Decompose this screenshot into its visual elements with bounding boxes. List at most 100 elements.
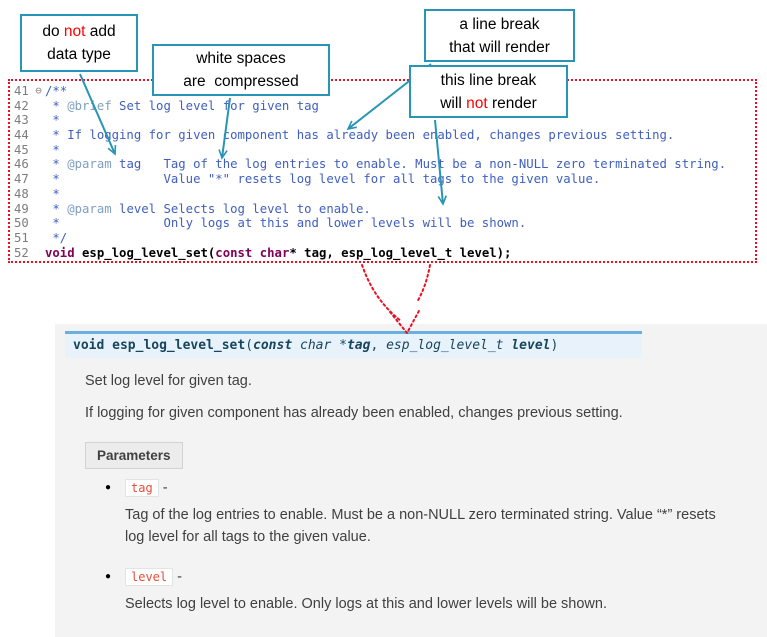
code-segment: * <box>45 157 68 172</box>
signature-segment: esp_log_level_t <box>386 338 512 353</box>
callout-break-render: a line break that will render <box>424 9 575 62</box>
line-number: 42 <box>14 98 29 113</box>
code-segment: * <box>45 201 68 216</box>
parameter-name-row: level - <box>125 568 767 586</box>
fold-spacer <box>32 99 45 114</box>
line-number: 49 <box>14 201 29 216</box>
code-line: 44 * If logging for given component has … <box>12 128 755 143</box>
callout-whitespace: white spaces are compressed <box>152 44 330 96</box>
fold-spacer <box>32 246 45 261</box>
code-segment: char <box>259 245 290 260</box>
code-segment: * Only logs at this and lower levels wil… <box>45 216 527 231</box>
signature-segment: ) <box>550 338 559 353</box>
line-number: 52 <box>14 245 29 260</box>
parameter-name-chip: tag <box>125 479 159 497</box>
callout-text-emphasis: not <box>466 94 488 112</box>
signature-segment: esp_log_level_set <box>112 338 246 353</box>
code-text: * <box>45 113 60 128</box>
code-line: 48 * <box>12 187 755 202</box>
code-segment: @param <box>67 201 112 216</box>
code-text: * Only logs at this and lower levels wil… <box>45 216 526 231</box>
callout-text: will <box>440 94 467 112</box>
callout-text: data type <box>47 46 111 63</box>
code-text: * <box>45 187 59 202</box>
callout-text: will not render <box>440 92 537 115</box>
line-number: 51 <box>14 230 29 245</box>
code-line: 49 * @param level Selects log level to e… <box>12 202 755 217</box>
code-line: 45 * <box>12 143 755 158</box>
doc-description: If logging for given component has alrea… <box>85 405 623 421</box>
callout-text: do <box>42 23 64 40</box>
fold-collapse-icon[interactable]: ⊖ <box>35 84 42 97</box>
line-number: 46 <box>14 157 29 172</box>
code-line: 43 * <box>12 113 755 128</box>
signature-segment: tag <box>346 338 371 353</box>
code-segment: * <box>45 113 60 128</box>
fold-spacer <box>32 231 45 246</box>
code-segment: const <box>215 245 253 260</box>
line-number: 48 <box>14 186 29 201</box>
parameter-dash: - <box>158 480 168 496</box>
code-text: * @param tag Tag of the log entries to e… <box>45 157 726 172</box>
callout-text: a line break <box>459 15 540 33</box>
callout-text: do not add <box>42 20 115 43</box>
parameter-item: level -Selects log level to enable. Only… <box>85 568 767 615</box>
code-text: */ <box>45 231 67 246</box>
code-line: 52 void esp_log_level_set(const char* tag… <box>12 246 755 261</box>
code-text: * Value "*" resets log level for all tag… <box>45 172 600 187</box>
code-text: * <box>45 142 60 158</box>
fold-spacer <box>32 143 45 158</box>
code-line: 41⊖/** <box>12 84 755 99</box>
signature-segment: char * <box>292 338 347 353</box>
rendered-docs-panel: void esp_log_level_set(const char *tag, … <box>55 324 767 637</box>
code-line: 46 * @param tag Tag of the log entries t… <box>12 157 755 172</box>
parameter-name-chip: level <box>125 568 174 586</box>
code-segment: * tag, esp_log_level_t level); <box>289 245 512 260</box>
code-line: 50 * Only logs at this and lower levels … <box>12 216 755 231</box>
callout-text: are compressed <box>183 73 299 90</box>
signature-segment: , <box>370 338 387 353</box>
code-segment: * If logging for given component has alr… <box>45 128 675 143</box>
code-segment: /** <box>45 84 68 98</box>
callout-break-norender: this line break will not render <box>409 65 568 118</box>
fold-spacer <box>32 216 45 231</box>
code-editor: 41⊖/**42 * @brief Set log level for give… <box>8 79 757 263</box>
function-signature: void esp_log_level_set(const char *tag, … <box>65 331 642 358</box>
line-number: 50 <box>14 216 29 231</box>
fold-spacer <box>32 128 45 143</box>
callout-text-emphasis: not <box>63 23 86 40</box>
parameter-dash: - <box>173 569 182 585</box>
code-segment <box>252 246 259 260</box>
code-text: void esp_log_level_set(const char* tag, … <box>45 246 511 261</box>
code-text: * @brief Set log level for given tag <box>45 99 319 114</box>
callout-text: this line break <box>440 71 537 89</box>
code-line: 47 * Value "*" resets log level for all … <box>12 172 755 187</box>
code-line: 42 * @brief Set log level for given tag <box>12 99 755 114</box>
parameter-item: tag -Tag of the log entries to enable. M… <box>85 479 767 548</box>
fold-spacer <box>32 172 45 187</box>
signature-segment: level <box>511 338 551 353</box>
line-number: 47 <box>14 172 29 187</box>
code-text: /** <box>45 84 67 99</box>
fold-spacer <box>32 187 45 202</box>
code-text: * If logging for given component has alr… <box>45 128 674 143</box>
line-number: 45 <box>14 142 29 157</box>
docs-content: Set log level for given tag. If logging … <box>85 373 767 615</box>
signature-segment: ( <box>245 338 254 353</box>
code-segment: Set log level for given tag <box>111 98 319 113</box>
parameters-list: tag -Tag of the log entries to enable. M… <box>85 479 767 615</box>
fold-spacer <box>32 202 45 217</box>
callout-text: that will render <box>449 38 550 56</box>
code-segment: * <box>45 142 60 157</box>
code-text: * @param level Selects log level to enab… <box>45 201 370 217</box>
code-segment: @param <box>67 157 112 172</box>
code-segment: void <box>45 245 75 260</box>
callout-no-datatype: do not add data type <box>20 14 138 72</box>
code-segment: tag Tag of the log entries to enable. Mu… <box>111 157 727 172</box>
line-number: 44 <box>14 128 29 143</box>
parameters-label: Parameters <box>85 442 183 469</box>
fold-spacer <box>32 157 45 172</box>
callout-text: white spaces <box>196 50 286 67</box>
signature-segment: void <box>73 338 113 353</box>
